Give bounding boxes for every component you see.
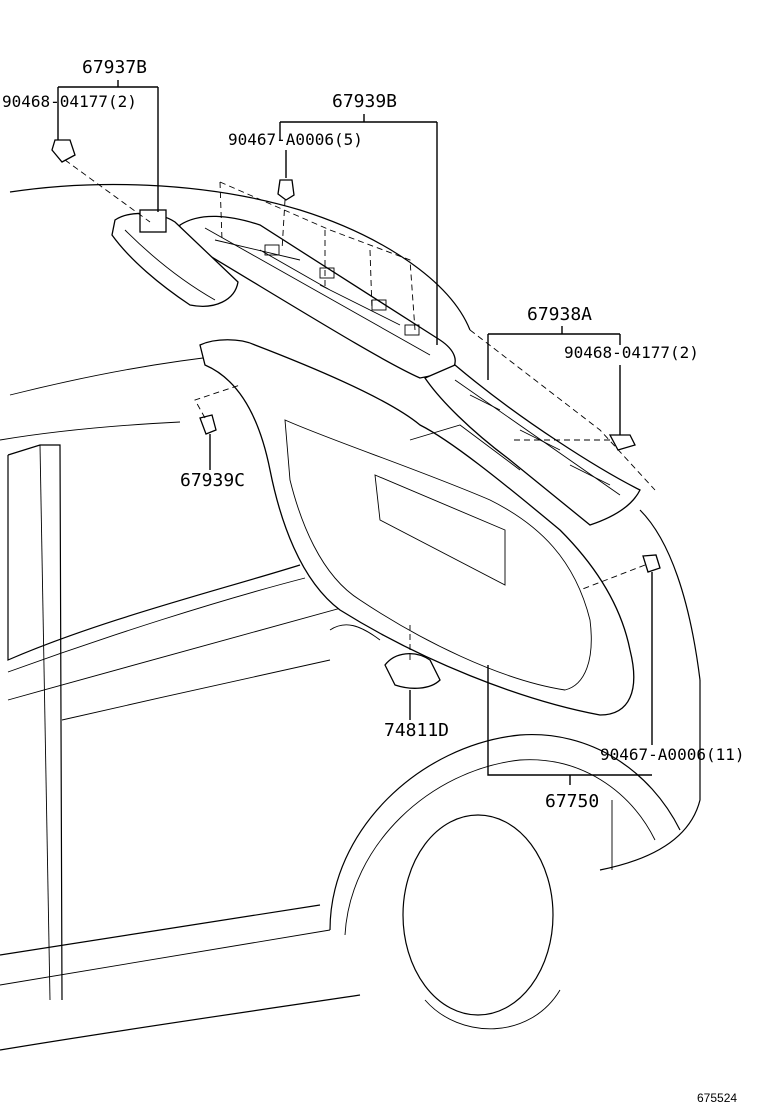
clip-90468-left — [51, 139, 76, 163]
label-67939C: 67939C — [180, 470, 246, 491]
clip-90467-bottom — [642, 554, 661, 573]
label-67939B: 67939B — [332, 91, 398, 112]
pillar-trim-upper — [111, 209, 239, 307]
back-door-trim-board — [199, 339, 635, 716]
label-90468-04177-right: 90468-04177(2) — [564, 343, 699, 362]
handle-part — [329, 624, 441, 689]
label-74811D: 74811D — [384, 720, 450, 741]
label-90468-04177-left: 90468-04177(2) — [2, 92, 137, 111]
clip-90468-right — [608, 434, 636, 451]
label-90467-A0006-bottom: 90467-A0006(11) — [600, 745, 745, 764]
clip-67939C — [199, 414, 217, 435]
label-67937B: 67937B — [82, 57, 148, 78]
fasteners — [51, 139, 661, 573]
installation-lines — [64, 159, 656, 660]
side-panel-trim — [424, 364, 641, 526]
leader-lines — [57, 80, 653, 785]
label-67750: 67750 — [545, 791, 600, 812]
clip-90467-top — [277, 179, 295, 201]
label-67938A: 67938A — [527, 304, 593, 325]
label-90467-A0006-top: 90467-A0006(5) — [228, 130, 363, 149]
figure-id: 675524 — [697, 1091, 738, 1105]
